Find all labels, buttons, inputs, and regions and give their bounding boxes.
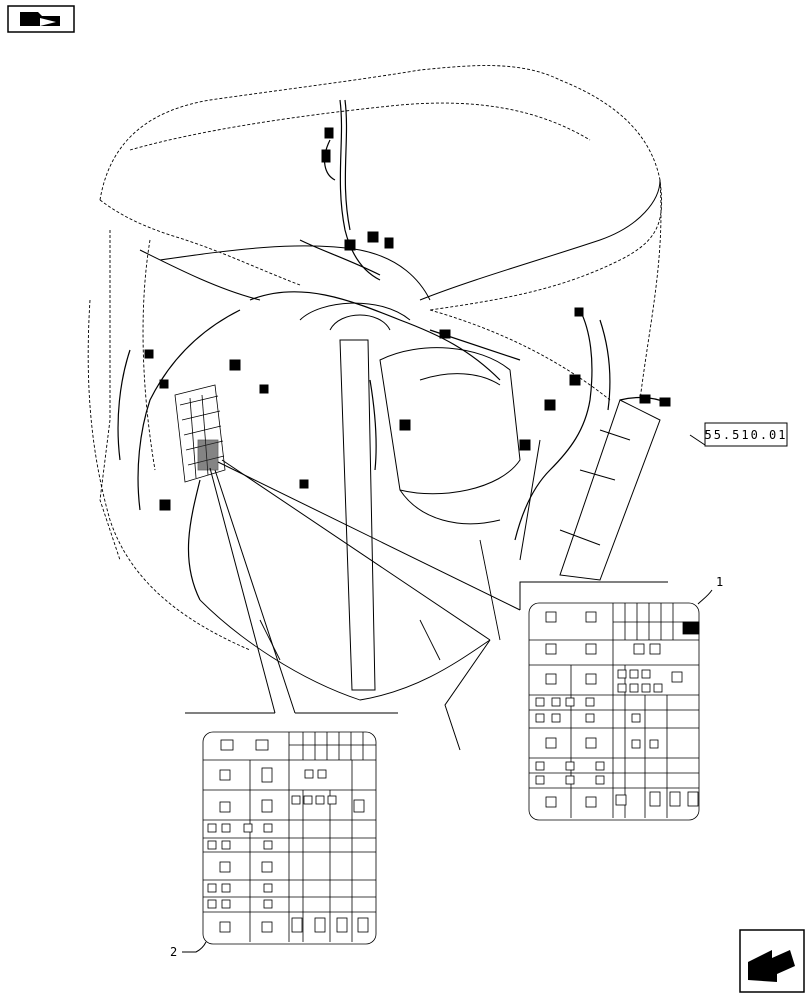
wiring-harness [117, 99, 671, 601]
folder-back-icon[interactable] [7, 5, 75, 33]
cab-floor [199, 539, 501, 701]
fuse-icons-table-2 [207, 739, 369, 933]
operator-seat [379, 347, 521, 525]
cab-roof-edges [139, 179, 661, 301]
callout-number: 2 [170, 945, 177, 959]
fuse-relay-panel [174, 384, 226, 483]
callout-2: 2 [170, 941, 207, 959]
leader-lines [185, 434, 706, 751]
fuse-table-2 [202, 731, 377, 945]
reference-label: 55.510.01 [704, 428, 787, 442]
fuse-table-1 [528, 602, 700, 821]
callout-1: 1 [697, 575, 723, 605]
fuse-table-2-grid [203, 732, 376, 942]
callout-number: 1 [716, 575, 723, 589]
steering-column [299, 302, 411, 691]
next-page-arrow-icon[interactable] [739, 929, 805, 993]
cab-right-pillar [519, 399, 661, 581]
harness-connectors [144, 127, 671, 511]
reference-box[interactable]: 55.510.01 [704, 422, 788, 447]
fuse-icons-table-1 [535, 611, 699, 808]
cab-roof-outline [87, 65, 663, 651]
